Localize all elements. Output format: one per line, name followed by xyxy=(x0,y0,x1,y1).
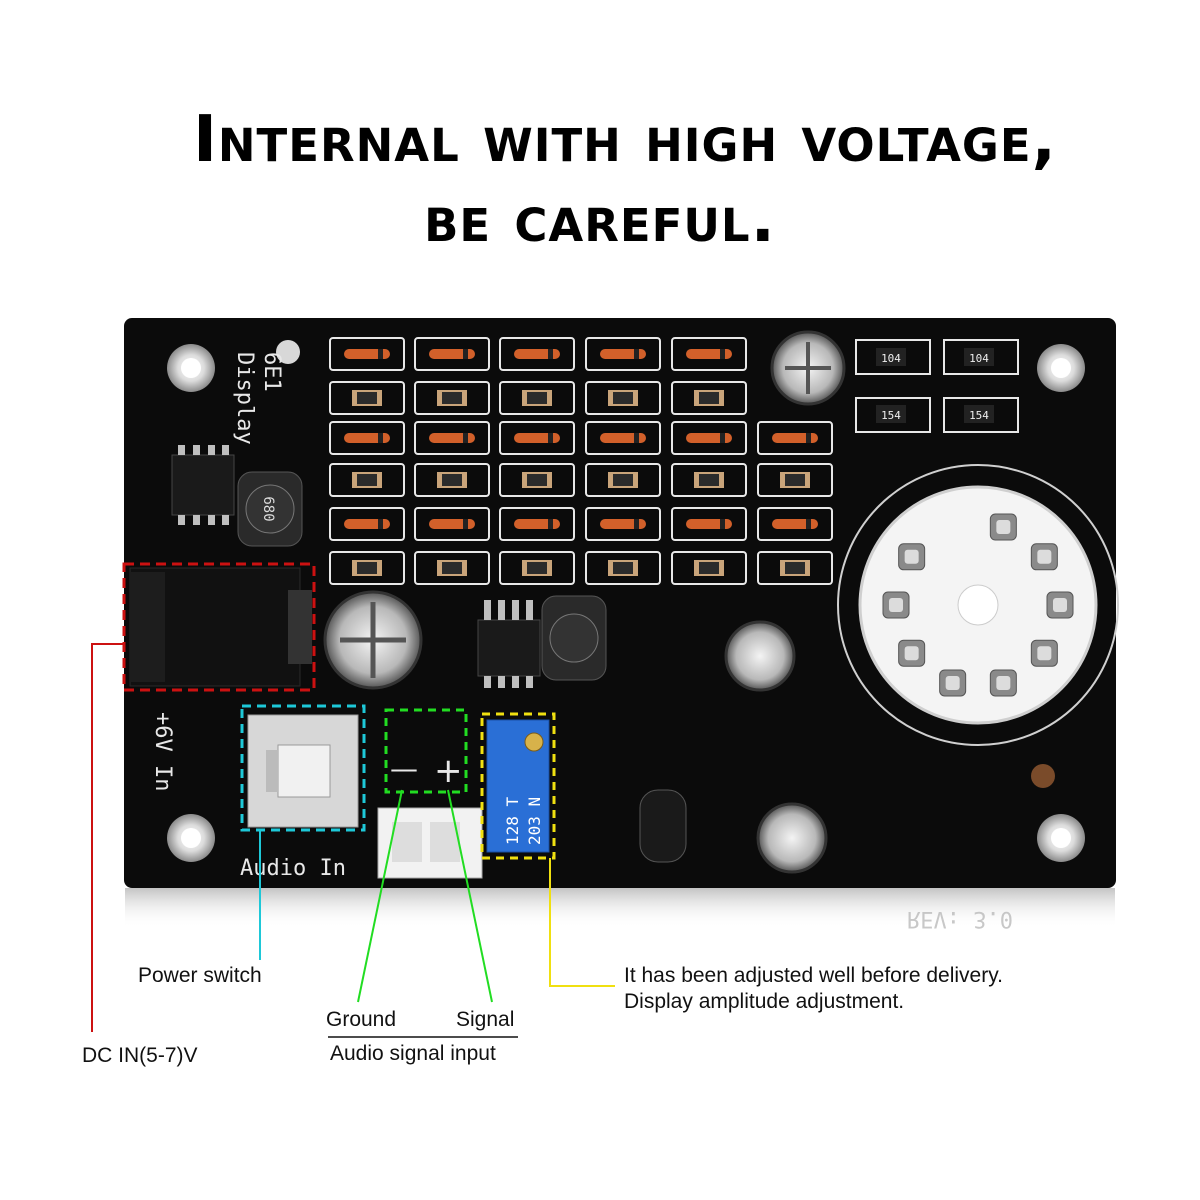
power-label: +6V In xyxy=(150,712,175,791)
headline-line-1: Internal with high voltage, xyxy=(193,103,1057,177)
capacitor-top xyxy=(770,330,846,406)
resistor-cell xyxy=(414,463,490,497)
socket-pin xyxy=(989,669,1017,697)
audio-highlight xyxy=(384,708,468,794)
power-switch-highlight xyxy=(240,704,366,832)
diode-cell xyxy=(414,337,490,371)
dc-in-label: DC IN(5-7)V xyxy=(82,1044,198,1067)
resistor-code-2: 104 xyxy=(969,352,989,365)
socket-pin xyxy=(1030,543,1058,571)
socket-pin xyxy=(1030,639,1058,667)
transistor xyxy=(639,789,687,863)
resistor-cell xyxy=(329,551,405,585)
capacitor-mid xyxy=(724,620,796,692)
capacitor-large xyxy=(323,590,423,690)
ic-chip-2 xyxy=(477,600,541,688)
pot-code-2: 203 N xyxy=(525,797,544,845)
dc-in-line xyxy=(91,643,124,1032)
resistor-cell xyxy=(414,551,490,585)
diode-cell xyxy=(671,337,747,371)
headline-line-2: be careful. xyxy=(424,183,776,257)
resistor-cell xyxy=(757,551,833,585)
socket-pin xyxy=(882,591,910,619)
mounting-holes xyxy=(167,340,1085,862)
socket-pin xyxy=(989,513,1017,541)
smd-resistors-top-right: 104 104 154 154 xyxy=(855,339,1019,433)
silkscreen-title: 6E1 xyxy=(259,352,284,392)
socket-pin xyxy=(898,543,926,571)
diode-cell xyxy=(757,507,833,541)
diode-cell xyxy=(757,421,833,455)
signal-label: Signal xyxy=(456,1008,515,1031)
resistor-cell xyxy=(329,463,405,497)
socket-pin xyxy=(1046,591,1074,619)
warning-headline: Internal with high voltage, be careful. xyxy=(0,100,1200,260)
diode-cell xyxy=(414,507,490,541)
pcb-board xyxy=(124,318,1116,888)
diode-cell xyxy=(414,421,490,455)
adjust-label-2: Display amplitude adjustment. xyxy=(624,990,905,1013)
adjust-label-1: It has been adjusted well before deliver… xyxy=(624,964,1004,987)
resistor-cell xyxy=(757,463,833,497)
inductor-code: 680 xyxy=(260,496,276,521)
dc-jack-highlight xyxy=(122,562,316,692)
resistor-code-1: 104 xyxy=(881,352,901,365)
resistor-code-3: 154 xyxy=(881,409,901,422)
ic-chip-1 xyxy=(171,445,235,525)
resistor-cell xyxy=(671,463,747,497)
diode-cell xyxy=(585,421,661,455)
socket-pin xyxy=(898,639,926,667)
potentiometer: 128 T 203 N xyxy=(486,719,550,853)
audio-label: Audio In xyxy=(240,856,346,881)
svg-text:—: — xyxy=(390,752,418,785)
resistor-cell xyxy=(499,463,575,497)
resistor-cell xyxy=(499,551,575,585)
pot-line xyxy=(549,858,615,987)
ground-line xyxy=(357,789,403,1003)
diode-cell xyxy=(329,507,405,541)
resistor-cell xyxy=(585,381,661,415)
socket-pin xyxy=(939,669,967,697)
diode-cell xyxy=(329,421,405,455)
board-reflection xyxy=(125,888,1115,928)
resistor-cell xyxy=(585,551,661,585)
resistor-cell xyxy=(499,381,575,415)
signal-line xyxy=(447,789,493,1003)
diode-cell xyxy=(585,337,661,371)
resistor-cell xyxy=(671,551,747,585)
resistor-cell xyxy=(671,381,747,415)
power-switch xyxy=(247,714,359,828)
diode-cell xyxy=(499,421,575,455)
ground-label: Ground xyxy=(326,1008,397,1031)
audio-connector: — + xyxy=(377,751,483,879)
tube-socket xyxy=(837,464,1119,746)
inductor-1: 680 xyxy=(237,471,303,547)
revision-reflection: REV: 3.0 xyxy=(907,906,1013,931)
power-switch-label: Power switch xyxy=(138,964,262,987)
pot-code-1: 128 T xyxy=(503,796,522,845)
diode-cell xyxy=(671,421,747,455)
diode-cell xyxy=(499,507,575,541)
pot-highlight xyxy=(480,712,556,860)
dc-jack xyxy=(129,567,312,687)
resistor-code-4: 154 xyxy=(969,409,989,422)
diode-cell xyxy=(585,507,661,541)
inductor-2 xyxy=(541,595,607,681)
svg-text:+: + xyxy=(434,751,463,791)
resistor-cell xyxy=(414,381,490,415)
resistor-cell xyxy=(585,463,661,497)
callout-lines xyxy=(91,643,615,1038)
diode-cell xyxy=(329,337,405,371)
audio-input-label: Audio signal input xyxy=(330,1042,496,1065)
capacitor-bottom xyxy=(756,802,828,874)
resistor-cell xyxy=(329,381,405,415)
diode-cell xyxy=(499,337,575,371)
diode-cell xyxy=(671,507,747,541)
component-array xyxy=(329,337,833,585)
silkscreen-subtitle: Display xyxy=(232,352,257,445)
